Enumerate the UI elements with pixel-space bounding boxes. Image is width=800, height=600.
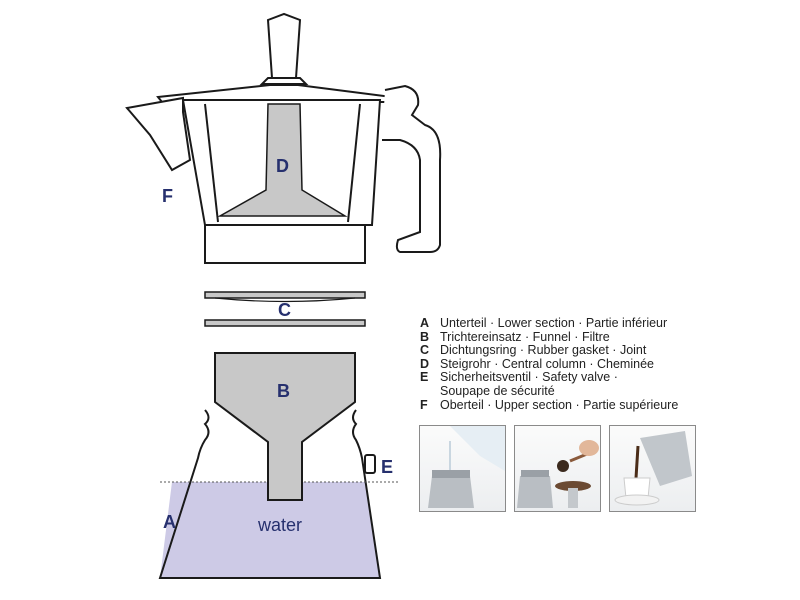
legend-item: E Sicherheitsventil · Safety valve · [420,371,678,385]
label-a: A [163,512,176,532]
pouring-coffee-photo [609,425,696,512]
legend-key: D [420,356,430,371]
legend-text: Sicherheitsventil · Safety valve · [440,370,618,385]
legend-text: Oberteil · Upper section · Partie supéri… [440,397,679,412]
lower-section [158,409,400,579]
legend-key: B [420,329,430,344]
legend-item: F Oberteil · Upper section · Partie supér… [420,397,679,413]
label-d: D [276,156,289,176]
legend-text: Trichtereinsatz · Funnel · Filtre [440,329,610,344]
legend-key: C [420,343,430,358]
legend-item: D Steigrohr · Central column · Cheminée [420,356,678,372]
legend-key [420,385,440,399]
parts-legend: A Unterteil · Lower section · Partie infé… [420,316,679,413]
legend-item: C Dichtungsring · Rubber gasket · Joint [420,344,678,358]
pouring-water-photo [419,425,506,512]
legend-text: Dichtungsring · Rubber gasket · Joint [440,343,647,358]
legend-key: A [420,316,430,330]
legend-key: F [420,397,428,412]
legend-item: Soupape de sécurité [420,383,678,399]
rubber-gasket [204,291,366,327]
filling-coffee-photo [514,425,601,512]
label-f: F [162,186,173,206]
legend-key: E [420,370,429,385]
funnel [214,352,356,501]
legend-item: A Unterteil · Lower section · Partie infé… [420,316,678,331]
label-c: C [278,300,291,320]
upper-section [125,12,442,264]
label-e: E [381,457,394,477]
legend-item: B Trichtereinsatz · Funnel · Filtre [420,329,678,345]
label-b: B [277,381,290,401]
legend-text: Unterteil · Lower section · Partie infér… [440,316,668,330]
legend-text: Steigrohr · Central column · Cheminée [440,356,654,371]
usage-photos [419,425,696,512]
water-label: water [258,515,303,535]
legend-text: Soupape de sécurité [440,383,555,398]
safety-valve [364,454,376,474]
